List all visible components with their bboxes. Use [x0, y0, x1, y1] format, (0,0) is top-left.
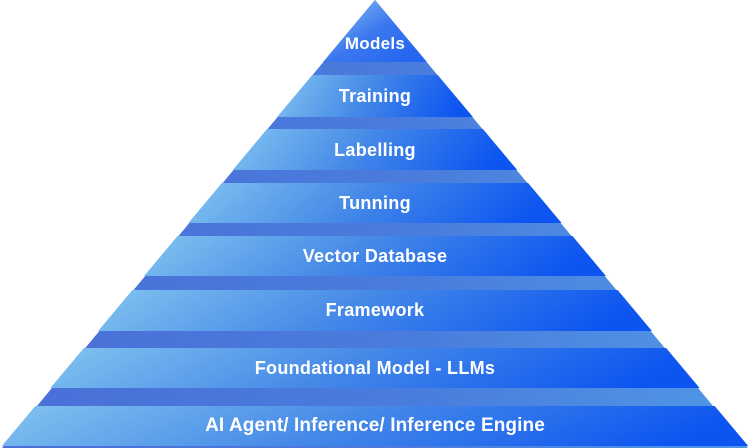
layer-shape-models [323, 0, 427, 62]
layer-shape-training [277, 75, 473, 117]
layer-shape-vector-database [144, 236, 606, 276]
layer-shape-framework [98, 290, 652, 331]
layer-shape-foundational-model [50, 348, 700, 388]
layer-shape-ai-agent [1, 406, 749, 446]
layer-shape-labelling [232, 129, 518, 170]
layer-shape-tunning [188, 183, 562, 223]
